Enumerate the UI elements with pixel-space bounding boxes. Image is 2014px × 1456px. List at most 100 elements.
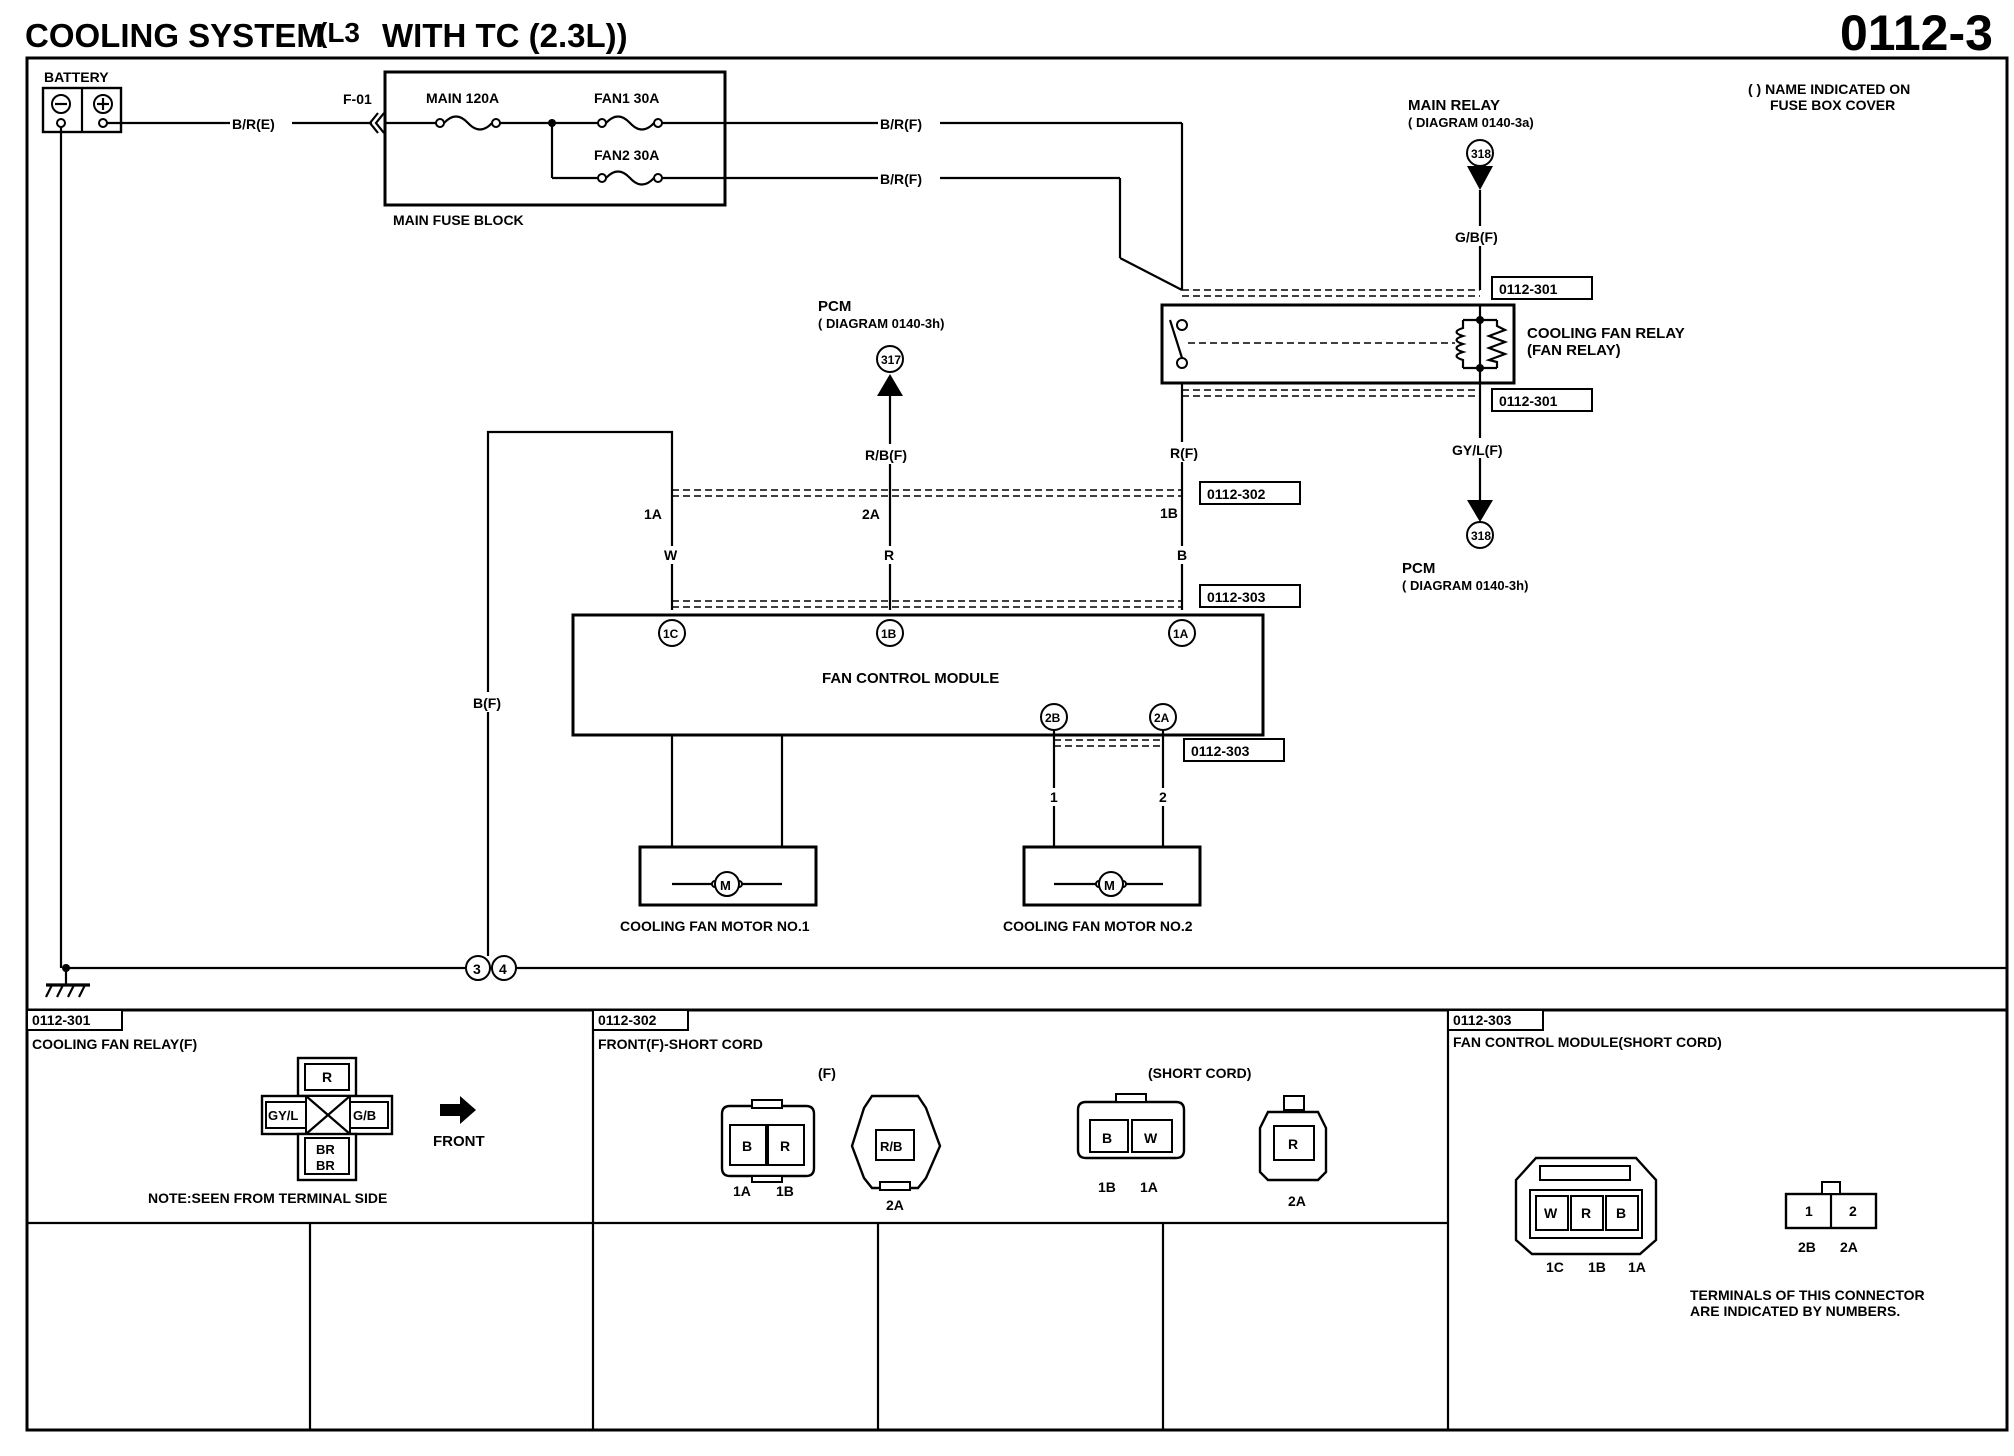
svg-text:1: 1 (1805, 1203, 1813, 1219)
svg-text:B: B (742, 1138, 752, 1154)
wire-label-brf-1: B/R(F) (880, 116, 922, 132)
fuse-box-note: ( ) NAME INDICATED ON FUSE BOX COVER (1748, 81, 1910, 113)
svg-text:1C: 1C (663, 627, 679, 641)
svg-text:1C: 1C (1546, 1259, 1564, 1275)
fcm-pin-1b-icon (876, 619, 904, 647)
motor-1-label: COOLING FAN MOTOR NO.1 (620, 918, 810, 934)
motor-2-label: COOLING FAN MOTOR NO.2 (1003, 918, 1193, 934)
cooling-fan-relay (1160, 303, 1516, 385)
connector-panel-0112-303: 0112-303 FAN CONTROL MODULE(SHORT CORD) … (1447, 1009, 1925, 1319)
panel-302-f-label: (F) (818, 1065, 836, 1081)
pcm-top-label: PCM (818, 298, 851, 315)
svg-text:B: B (1102, 1130, 1112, 1146)
svg-text:FUSE BOX COVER: FUSE BOX COVER (1770, 97, 1895, 113)
wire-label-gbf: G/B(F) (1455, 229, 1498, 245)
pcm-right-arrow-icon (1467, 500, 1493, 522)
svg-text:317: 317 (881, 353, 901, 367)
svg-text:1B: 1B (776, 1183, 794, 1199)
svg-text:BR: BR (316, 1142, 335, 1157)
connector-label-f01: F-01 (343, 91, 372, 107)
svg-text:R: R (322, 1069, 332, 1085)
ref-box-0112-303-top (1199, 584, 1301, 608)
wire-label-bre: B/R(E) (232, 116, 275, 132)
pcm-top-source: PCM ( DIAGRAM 0140-3h) 317 (818, 298, 944, 396)
svg-text:R: R (1581, 1205, 1591, 1221)
pcm-top-diagram-ref: ( DIAGRAM 0140-3h) (818, 316, 944, 331)
pin-label-1a: 1A (644, 506, 662, 522)
ground-terminal-3-icon (465, 955, 491, 981)
svg-text:4: 4 (499, 961, 507, 977)
relay-label: COOLING FAN RELAY (1527, 325, 1685, 342)
svg-text:R: R (1288, 1136, 1298, 1152)
svg-text:M: M (720, 878, 731, 893)
svg-text:1B: 1B (1098, 1179, 1116, 1195)
wire-label-rbf: R/B(F) (865, 447, 907, 463)
svg-text:W: W (1544, 1205, 1558, 1221)
pcm-right-pin-icon (1466, 521, 1494, 549)
connector-panel-0112-302: 0112-302 FRONT(F)-SHORT CORD (F) (SHORT … (592, 1009, 1328, 1213)
svg-text:2B: 2B (1798, 1239, 1816, 1255)
fuse-block-label: MAIN FUSE BLOCK (393, 212, 524, 228)
svg-text:2B: 2B (1045, 711, 1061, 725)
ref-box-0112-302 (1199, 481, 1301, 505)
fuse-main-icon (443, 115, 493, 131)
wire-label-1: 1 (1050, 789, 1058, 805)
svg-text:3: 3 (473, 961, 481, 977)
panel-302-title: FRONT(F)-SHORT CORD (598, 1036, 763, 1052)
panel-301-ref: 0112-301 (32, 1012, 91, 1028)
pcm-top-arrow-icon (877, 374, 903, 396)
fuse-fan1-icon (605, 115, 655, 131)
svg-text:2A: 2A (1840, 1239, 1858, 1255)
panel-301-note: NOTE:SEEN FROM TERMINAL SIDE (148, 1190, 387, 1206)
svg-text:0112-303: 0112-303 (1207, 589, 1266, 605)
pin-label-1b: 1B (1160, 505, 1178, 521)
diagram-title: COOLING SYSTEM (25, 17, 324, 54)
svg-text:W: W (1144, 1130, 1158, 1146)
connector-panel-0112-301: 0112-301 COOLING FAN RELAY(F) R GY/L G/B… (26, 1009, 485, 1206)
svg-text:1A: 1A (1140, 1179, 1158, 1195)
connector-f01-icon (368, 112, 385, 134)
cooling-fan-motor-1: M (638, 845, 818, 907)
panel-303-note-1: TERMINALS OF THIS CONNECTOR (1690, 1287, 1925, 1303)
svg-text:GY/L: GY/L (268, 1108, 298, 1123)
relay-coil-icon (1455, 320, 1467, 368)
svg-text:1B: 1B (1588, 1259, 1606, 1275)
battery-label: BATTERY (44, 69, 109, 85)
wire-label-rf: R(F) (1170, 445, 1198, 461)
wire-label-2: 2 (1159, 789, 1167, 805)
diagram-title-engine: (L3 (318, 17, 360, 48)
ref-box-0112-301-top (1491, 276, 1593, 300)
main-relay-arrow-icon (1467, 166, 1493, 190)
relay-sublabel: (FAN RELAY) (1527, 342, 1621, 359)
svg-text:1A: 1A (733, 1183, 751, 1199)
panel-302-ref: 0112-302 (598, 1012, 657, 1028)
svg-text:M: M (1104, 878, 1115, 893)
main-relay-diagram-ref: ( DIAGRAM 0140-3a) (1408, 115, 1534, 130)
fcm-pin-1c-icon (658, 619, 686, 647)
wire-label-w: W (664, 547, 678, 563)
svg-text:1A: 1A (1173, 627, 1189, 641)
pcm-right-label: PCM (1402, 560, 1435, 577)
svg-text:BR: BR (316, 1158, 335, 1173)
ref-box-0112-303-bottom (1183, 738, 1285, 762)
svg-text:0112-301: 0112-301 (1499, 393, 1558, 409)
svg-text:318: 318 (1471, 529, 1491, 543)
svg-text:0112-303: 0112-303 (1191, 743, 1250, 759)
panel-303-note-2: ARE INDICATED BY NUMBERS. (1690, 1303, 1900, 1319)
panel-301-title: COOLING FAN RELAY(F) (32, 1036, 197, 1052)
panel-302-sc-label: (SHORT CORD) (1148, 1065, 1251, 1081)
relay-switch-icon (1168, 319, 1184, 359)
svg-text:0112-302: 0112-302 (1207, 486, 1266, 502)
page-header: COOLING SYSTEM (L3 WITH TC (2.3L)) 0112-… (25, 5, 1993, 61)
ground-symbol-icon (45, 968, 90, 998)
diagram-frame (25, 56, 2009, 1432)
wire-label-brf-2: B/R(F) (880, 171, 922, 187)
svg-text:R/B: R/B (880, 1139, 902, 1154)
ref-box-0112-301-bottom (1491, 388, 1593, 412)
front-arrow-icon (440, 1096, 476, 1124)
svg-text:1B: 1B (881, 627, 897, 641)
fuse-main-label: MAIN 120A (426, 90, 499, 106)
pcm-right-diagram-ref: ( DIAGRAM 0140-3h) (1402, 578, 1528, 593)
svg-text:318: 318 (1471, 147, 1491, 161)
